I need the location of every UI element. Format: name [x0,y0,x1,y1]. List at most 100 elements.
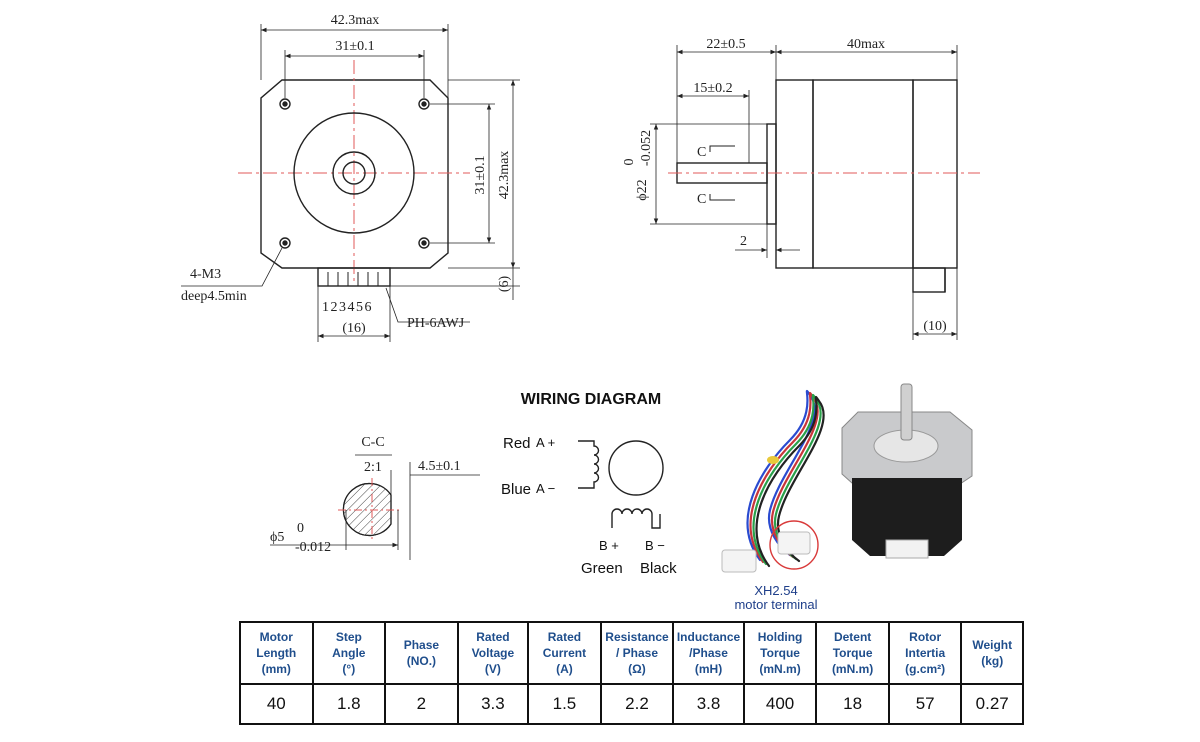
spec-header-cell: Resistance / Phase (Ω) [599,621,675,685]
terminal-a-minus: A − [536,481,555,496]
spec-value-cell: 1.5 [527,683,602,725]
front-shaft-inner [342,161,366,185]
spec-header-line: (A) [556,662,573,676]
spec-header-line: Voltage [471,646,515,660]
section-scale: 2:1 [364,460,382,475]
section-detail [270,454,480,560]
dim-boss-tol-lower: -0.052 [639,130,654,166]
motor-front-outline [260,79,449,269]
connector-type-leader [385,287,470,323]
spec-header-line: (mN.m) [831,662,874,676]
spec-header-line: Weight [972,638,1013,652]
spec-value-cell: 2 [384,683,459,725]
spec-header-line: Torque [760,646,800,660]
spec-header-line: Motor [259,630,293,644]
side-view [650,45,980,340]
product-photo: XH2.54 motor terminal [721,383,973,612]
rotor-circle [608,440,664,496]
dim-boss-height: 2 [740,234,747,249]
spec-header-line: (Ω) [628,662,646,676]
coil-a [578,440,600,489]
spec-header-line: Resistance [605,630,669,644]
spec-header-line: Torque [832,646,873,660]
connector-type: PH-6AWJ [407,316,465,331]
dim-shaft-tol-lower: -0.012 [295,540,331,555]
dim-connector-offset: (6) [497,276,512,293]
wire-blue-label: Blue [501,481,531,498]
hole-note-leader [181,247,283,287]
hole-note-line2: deep4.5min [181,289,247,304]
spec-value-cell: 2.2 [599,683,675,725]
front-view [181,24,520,342]
front-view-text: 42.3max 31±0.1 31±0.1 42.3max (6) 4-M3 d… [181,13,512,336]
front-connector [317,267,391,287]
dim-hole-spacing-h: 31±0.1 [335,39,374,54]
section-title: C-C [361,435,384,450]
terminal-highlight-circle [769,520,819,570]
spec-value-cell: 3.8 [672,683,745,725]
spec-header-line: Phase [403,638,440,652]
spec-header-line: Angle [332,646,366,660]
hole-note-line1: 4-M3 [190,267,221,282]
spec-value-cell: 40 [239,683,314,725]
spec-value-cell: 57 [887,683,963,725]
spec-header-line: Rotor [909,630,942,644]
spec-header-line: Rated [547,630,582,644]
spec-value-cell: 3.3 [456,683,530,725]
terminal-label-line2: motor terminal [734,597,817,612]
spec-header-line: Intertia [905,646,946,660]
terminal-label-line1: XH2.54 [754,583,797,598]
spec-header-line: Step [335,630,362,644]
spec-value-cell: 0.27 [960,683,1024,725]
terminal-b-plus: B + [599,538,619,553]
mounting-holes [279,98,430,249]
dim-section-flat: 4.5±0.1 [418,459,461,474]
section-detail-text: C-C 2:1 4.5±0.1 ϕ5 0 -0.012 [270,435,461,555]
wire-red-label: Red [503,435,531,452]
section-mark-bottom: C [697,192,706,207]
dim-shaft-length: 22±0.5 [706,37,745,52]
terminal-b-minus: B − [645,538,665,553]
side-body-middle [812,79,914,269]
terminal-a-plus: A + [536,435,555,450]
spec-header-line: Length [256,646,297,660]
spec-header-line: / Phase [615,646,658,660]
dim-shaft-tol-upper: 0 [297,521,304,536]
spec-value-cell: 400 [742,683,818,725]
mount-hole-br [418,237,430,249]
mount-hole-tr [418,98,430,110]
side-view-text: 22±0.5 40max 15±0.2 ϕ22 0 -0.052 C C 2 (… [622,37,947,334]
section-marker-bottom [709,194,735,201]
dim-connector-width: (16) [342,321,366,336]
dim-body-length: 40max [847,37,885,52]
spec-header-line: (mH) [694,662,723,676]
spec-header-line: (g.cm²) [905,662,946,676]
spec-header-line: Inductance [676,630,741,644]
dim-shaft-diameter: ϕ5 [270,530,284,545]
wiring-title: WIRING DIAGRAM [521,391,661,408]
spec-header-cell: Inductance/Phase (mH) [672,621,745,685]
side-body-front-cap [775,79,814,269]
cable-connector-right [777,531,811,555]
dim-boss-diameter: ϕ22 [635,179,650,200]
spec-header-cell: Weight (kg) [960,621,1024,685]
spec-header-line: (NO.) [406,654,437,668]
spec-value-cell: 18 [815,683,890,725]
mount-hole-tl [279,98,291,110]
spec-header-line: (kg) [981,654,1004,668]
dim-height-max: 42.3max [497,151,512,200]
spec-header-line: /Phase [689,646,728,660]
motor-body [852,478,962,556]
coil-b [611,508,661,529]
spec-header-line: (mm) [261,662,291,676]
wire-black-label: Black [640,560,677,577]
spec-header-line: Detent [833,630,872,644]
